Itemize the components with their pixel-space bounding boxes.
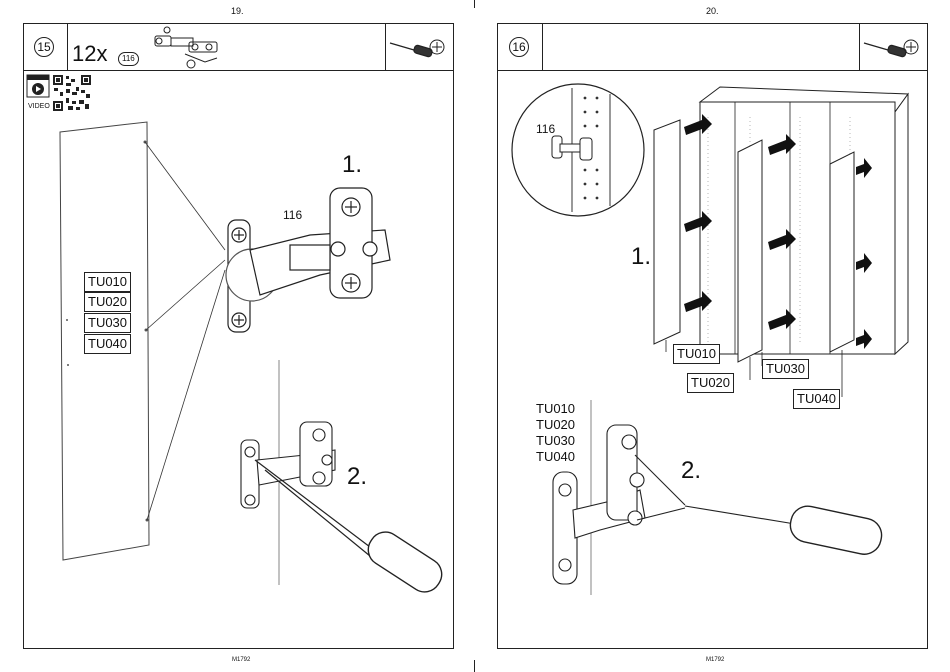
video-label: VIDEO: [28, 103, 50, 110]
wardrobe-drawing: [650, 82, 915, 382]
footer-code-left: M1792: [232, 657, 250, 663]
fold-mark-top: [474, 0, 475, 8]
part-reference-bubble: 116: [118, 52, 139, 66]
phillips-head-icon: [901, 37, 921, 57]
door-label-tu020: TU020: [84, 292, 131, 312]
door-label-tu030-right: TU030: [762, 359, 809, 379]
door-label-tu020-right: TU020: [687, 373, 734, 393]
page-number-left: 19.: [231, 6, 244, 16]
hinge-zoom-circle: [510, 82, 650, 222]
qr-code-icon[interactable]: [52, 74, 92, 112]
door-label-tu010: TU010: [84, 272, 131, 292]
hinge-part-icon: [145, 24, 225, 70]
step-number-badge-right: 16: [509, 37, 529, 57]
door-label-tu040: TU040: [84, 334, 131, 354]
hinge-adjust-drawing: [545, 400, 890, 600]
step-2-label: 2.: [347, 463, 367, 491]
door-label-tu010-right: TU010: [673, 344, 720, 364]
part-label-116-right: 116: [536, 122, 555, 136]
footer-code-right: M1792: [706, 657, 724, 663]
left-header-tool-divider: [385, 23, 386, 71]
phillips-head-icon: [427, 37, 447, 57]
step-2-label-right: 2.: [681, 457, 701, 485]
door-label-tu030: TU030: [84, 313, 131, 333]
step-1-label: 1.: [342, 151, 362, 179]
left-header-step-divider: [67, 23, 68, 71]
quantity-label: 12x: [72, 41, 107, 67]
hinge-screwdriver-drawing: [235, 360, 450, 605]
right-header-divider: [497, 70, 928, 71]
video-play-icon[interactable]: [26, 74, 50, 100]
page-number-right: 20.: [706, 6, 719, 16]
hinge-detail-drawing: [220, 185, 400, 335]
right-header-tool-divider: [859, 23, 860, 71]
right-header-step-divider: [542, 23, 543, 71]
left-header-divider: [23, 70, 454, 71]
part-label-116: 116: [283, 208, 302, 222]
step-1-label-right: 1.: [631, 243, 651, 271]
fold-mark-bottom: [474, 660, 475, 672]
step-number-badge: 15: [34, 37, 54, 57]
